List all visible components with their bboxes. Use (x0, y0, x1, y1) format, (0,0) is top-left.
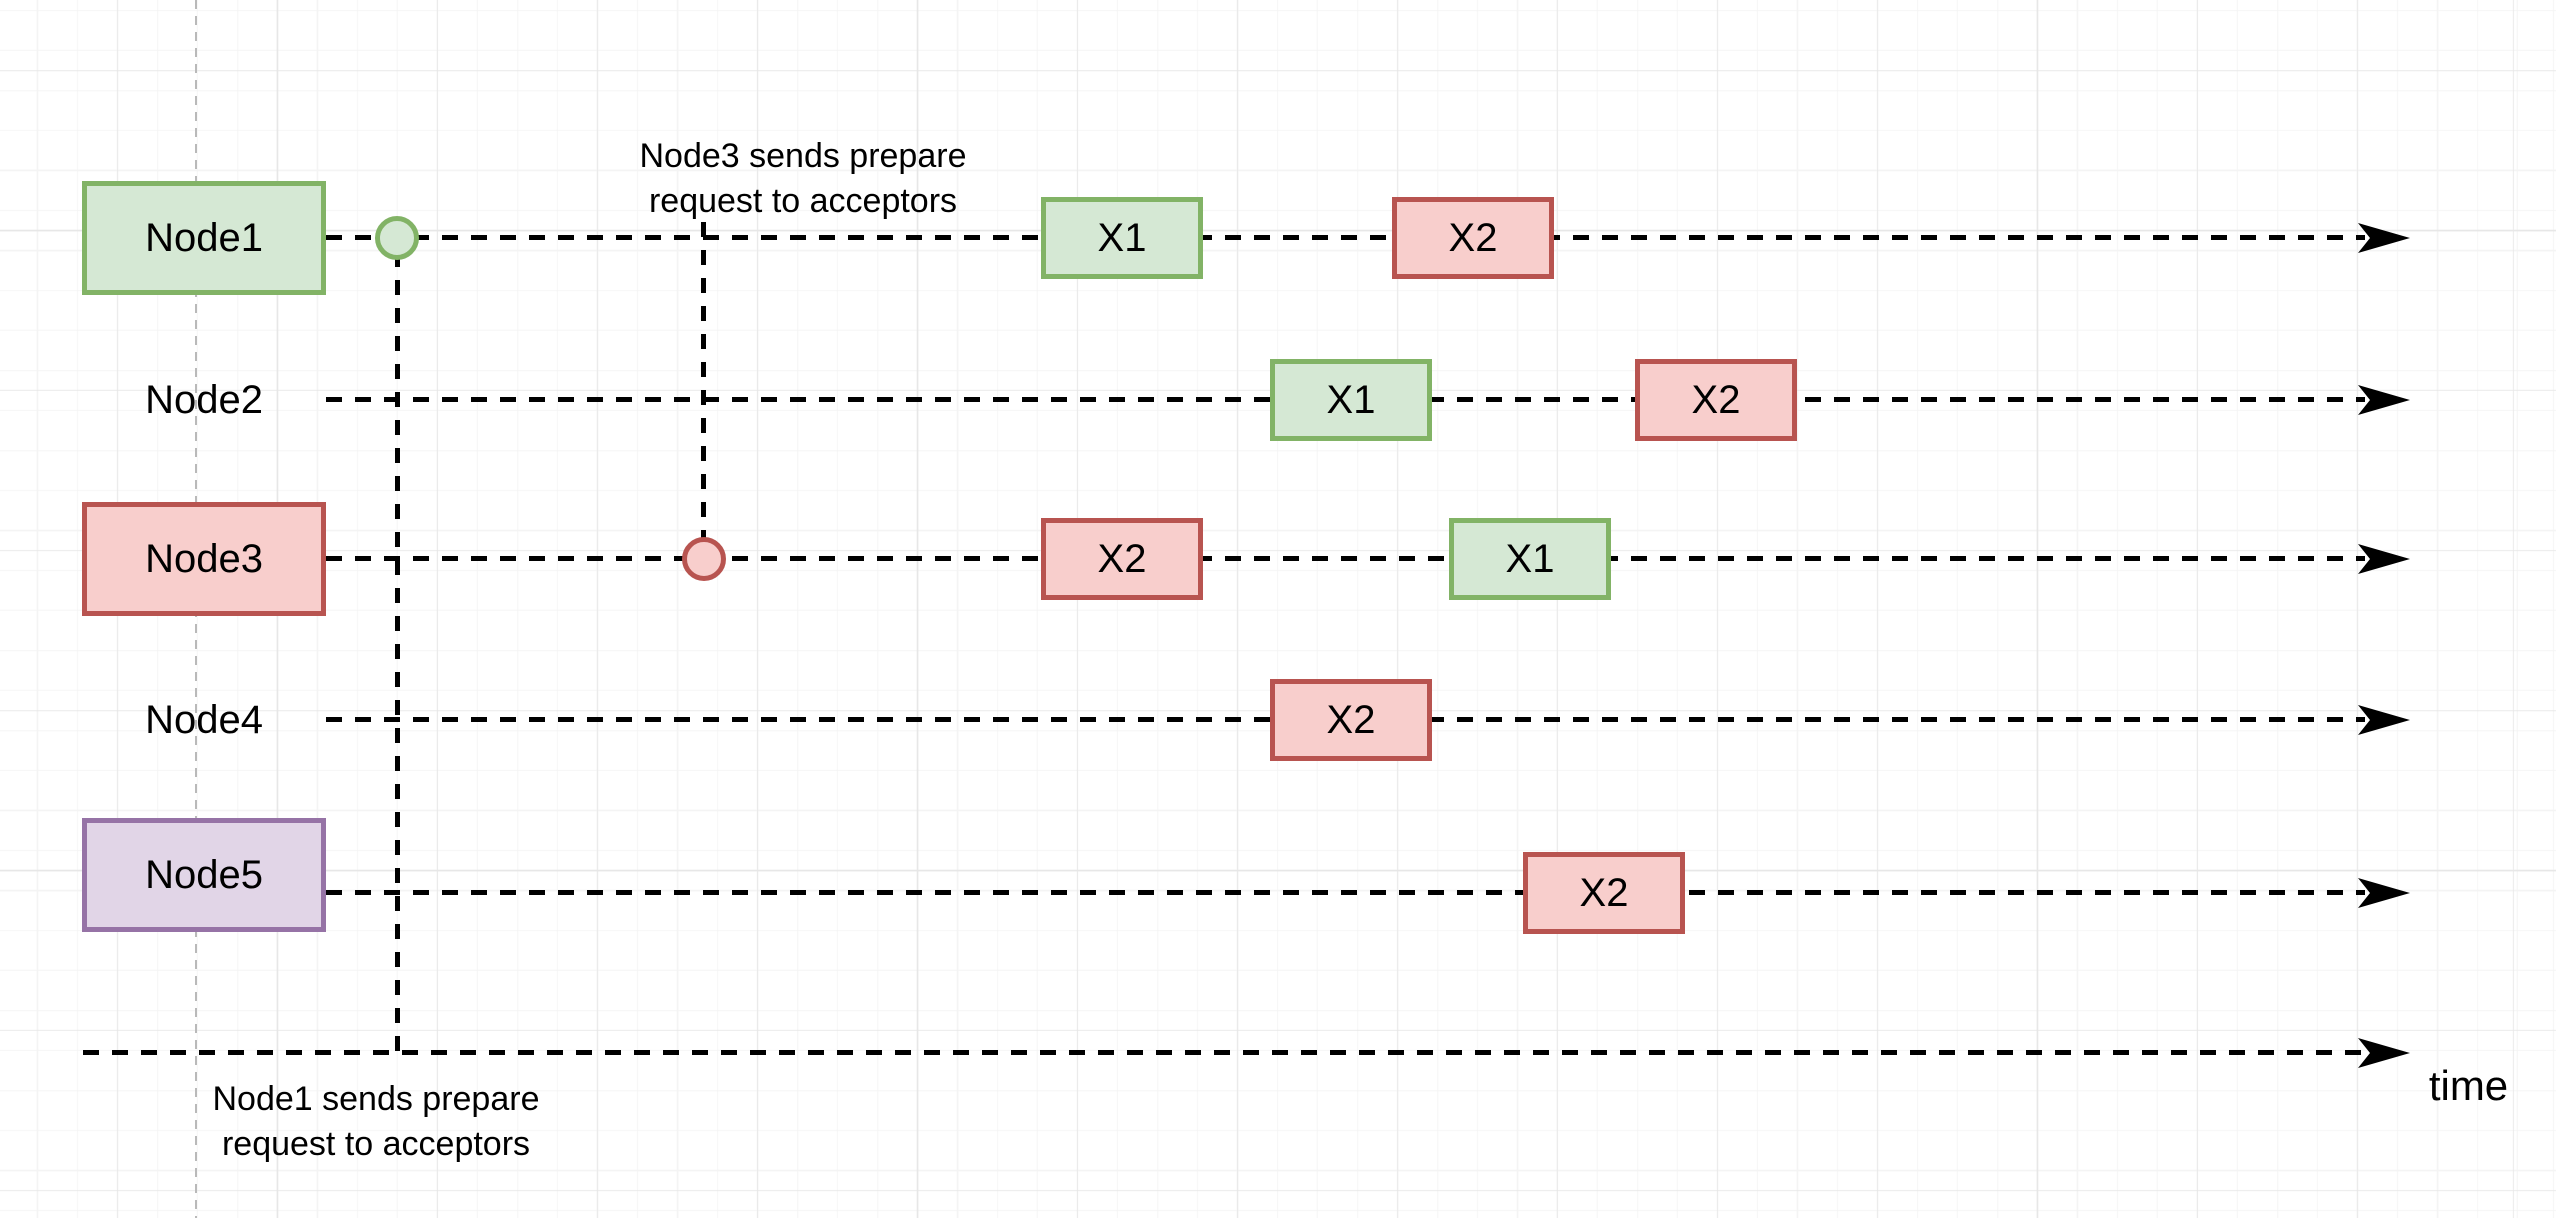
node1-prepare-marker (375, 216, 419, 260)
node5-timeline (326, 890, 2365, 895)
time-axis-arrowhead-icon (2358, 1038, 2410, 1068)
event-label: X2 (1448, 215, 1498, 260)
time-axis-line (83, 1050, 2365, 1055)
node3-prepare-marker (682, 537, 726, 581)
event-label: X2 (1097, 536, 1147, 581)
node4-event-x2: X2 (1270, 679, 1432, 761)
node5-event-x2: X2 (1523, 852, 1685, 934)
node4-label: Node4 (145, 697, 263, 742)
node5-label-box: Node5 (82, 818, 326, 932)
annotation-node1-prepare: Node1 sends prepare request to acceptors (116, 1077, 636, 1167)
node3-timeline-arrowhead-icon (2358, 544, 2410, 574)
event-label: X1 (1505, 536, 1555, 581)
node2-label-box: Node2 (82, 360, 326, 440)
node5-label: Node5 (145, 852, 263, 897)
annotation-line: request to acceptors (648, 182, 958, 220)
node1-label: Node1 (145, 215, 263, 260)
node3-label-box: Node3 (82, 502, 326, 616)
node3-event-x2: X2 (1041, 518, 1203, 600)
annotation-node3-prepare: Node3 sends prepare request to acceptors (543, 134, 1063, 224)
event-label: X2 (1326, 697, 1376, 742)
event-label: X1 (1097, 215, 1147, 260)
node2-label: Node2 (145, 377, 263, 422)
node3-timeline (326, 556, 2365, 561)
event-label: X1 (1326, 377, 1376, 422)
node1-event-x1: X1 (1041, 197, 1203, 279)
node1-timeline-arrowhead-icon (2358, 223, 2410, 253)
node2-event-x2: X2 (1635, 359, 1797, 441)
node4-timeline-arrowhead-icon (2358, 705, 2410, 735)
node3-event-x1: X1 (1449, 518, 1611, 600)
node2-timeline-arrowhead-icon (2358, 385, 2410, 415)
node1-event-x2: X2 (1392, 197, 1554, 279)
node1-timeline (326, 235, 2365, 240)
node3-label: Node3 (145, 536, 263, 581)
annotation-line: Node3 sends prepare (639, 137, 967, 175)
node2-event-x1: X1 (1270, 359, 1432, 441)
event-label: X2 (1579, 870, 1629, 915)
annotation-line: Node1 sends prepare (212, 1080, 540, 1118)
node4-label-box: Node4 (82, 680, 326, 760)
event-label: X2 (1691, 377, 1741, 422)
time-axis-label: time (2428, 1062, 2509, 1109)
annotation-line: request to acceptors (221, 1125, 531, 1163)
node1-label-box: Node1 (82, 181, 326, 295)
node3-prepare-connector (701, 222, 706, 540)
node5-timeline-arrowhead-icon (2358, 878, 2410, 908)
node1-prepare-connector (395, 252, 400, 1058)
